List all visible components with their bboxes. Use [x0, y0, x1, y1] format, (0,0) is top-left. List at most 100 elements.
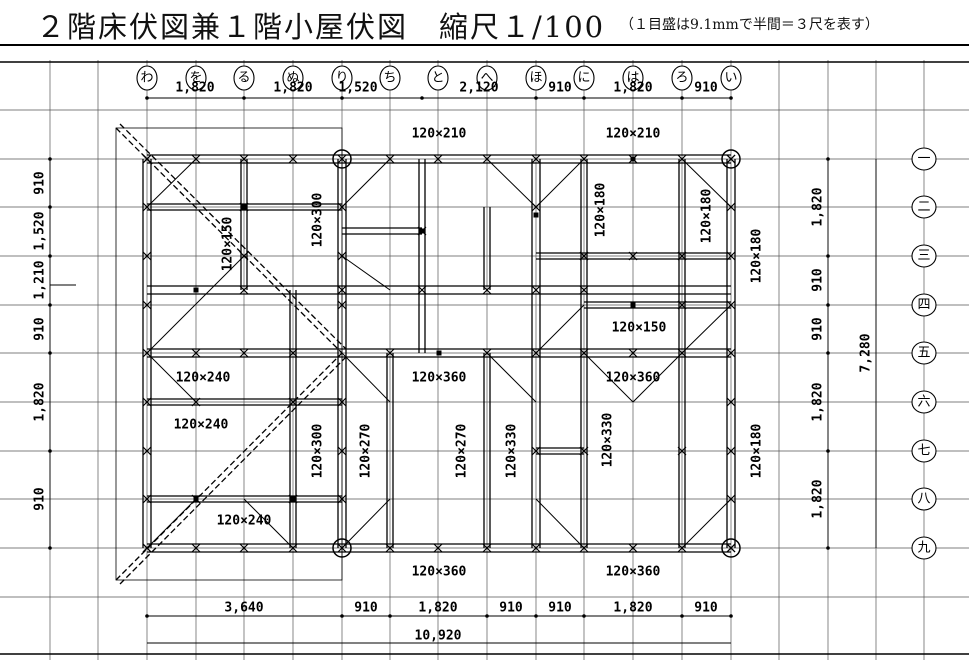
top-dimension-label: 1,820: [273, 81, 312, 96]
dimension-tick: [145, 96, 149, 100]
brace: [341, 255, 391, 291]
joint-block: [630, 156, 636, 162]
beam-size-label-vertical: 120×180: [750, 423, 765, 478]
post-mark: [677, 446, 687, 456]
beam-size-label-vertical: 120×180: [700, 188, 715, 243]
beam-size-label-horizontal: 120×360: [606, 565, 661, 580]
post-mark: [579, 251, 589, 261]
brace: [681, 498, 732, 549]
column-bubble: [331, 65, 353, 91]
dimension-tick: [485, 614, 489, 618]
column-bubble: [185, 65, 207, 91]
post-mark: [417, 285, 427, 295]
dimension-tick: [826, 351, 830, 355]
left-dimension-label: 1,520: [33, 211, 48, 250]
post-mark: [531, 446, 541, 456]
joint-block: [193, 496, 199, 502]
bottom-dimension-label: 910: [694, 601, 718, 616]
column-bubble: [136, 65, 158, 91]
joint-block: [533, 212, 539, 218]
title-band: ２階床伏図兼１階小屋伏図 縮尺１/100 （１目盛は9.1mmで半間＝３尺を表す…: [0, 0, 969, 46]
bottom-dimension-label: 1,820: [613, 601, 652, 616]
column-label: に: [577, 71, 590, 86]
post-mark: [337, 202, 347, 212]
row-label: 九: [917, 541, 930, 556]
row-bubble: [911, 293, 937, 317]
row-label: 五: [917, 346, 930, 361]
post-mark: [482, 285, 492, 295]
post-mark: [191, 543, 201, 553]
dimension-tick: [680, 96, 684, 100]
bottom-dimension-label: 3,640: [224, 601, 263, 616]
dimension-tick: [534, 614, 538, 618]
brace: [535, 498, 585, 549]
row-bubble: [911, 244, 937, 268]
dimension-tick: [680, 614, 684, 618]
column-label: を: [189, 71, 202, 86]
column-label: わ: [140, 71, 153, 86]
corner-post: [332, 149, 352, 169]
dimension-tick: [48, 351, 52, 355]
post-mark: [726, 397, 736, 407]
post-mark: [628, 543, 638, 553]
post-mark: [337, 543, 347, 553]
column-bubble: [573, 65, 595, 91]
right-dimension-label: 1,820: [811, 479, 826, 518]
row-bubble: [911, 195, 937, 219]
post-mark: [628, 251, 638, 261]
post-marks: [142, 149, 741, 558]
framing-members: [115, 123, 736, 585]
post-mark: [142, 446, 152, 456]
post-mark: [288, 348, 298, 358]
column-label: は: [626, 71, 639, 86]
right-dimension-label: 1,820: [811, 382, 826, 421]
row-bubble: [911, 341, 937, 365]
row-bubble: [911, 439, 937, 463]
scale-note: （１目盛は9.1mmで半間＝３尺を表す）: [620, 17, 879, 33]
brace: [535, 158, 585, 208]
brace: [535, 304, 585, 354]
row-bubble: [911, 536, 937, 560]
row-bubble: [911, 487, 937, 511]
dimension-tick: [48, 205, 52, 209]
post-mark: [288, 397, 298, 407]
column-label: と: [431, 71, 444, 86]
row-label: 一: [917, 152, 930, 167]
dimension-tick: [826, 303, 830, 307]
post-mark: [726, 300, 736, 310]
post-mark: [482, 543, 492, 553]
row-label: 八: [917, 492, 930, 507]
ridge-dashed-line: [119, 123, 347, 350]
dimension-tick: [582, 614, 586, 618]
post-mark: [385, 348, 395, 358]
corner-post: [721, 149, 741, 169]
row-label: 四: [917, 298, 930, 313]
beam-size-label-vertical: 120×180: [594, 182, 609, 237]
beam-size-label-horizontal: 120×150: [612, 321, 667, 336]
post-mark: [726, 154, 736, 164]
brace: [243, 498, 294, 549]
post-mark: [579, 285, 589, 295]
bottom-total-label: 10,920: [415, 629, 462, 644]
brace: [681, 304, 732, 354]
right-dimension-label: 910: [811, 268, 826, 292]
post-mark: [337, 494, 347, 504]
beam-size-label-horizontal: 120×240: [174, 418, 229, 433]
brace: [632, 352, 683, 403]
post-mark: [191, 397, 201, 407]
column-label: ろ: [675, 71, 688, 86]
dimension-tick: [48, 303, 52, 307]
post-mark: [239, 251, 249, 261]
post-mark: [142, 348, 152, 358]
top-dimension-label: 1,820: [175, 81, 214, 96]
beam-size-label-vertical: 120×330: [505, 423, 520, 478]
column-label: ほ: [529, 71, 542, 86]
joint-block: [419, 228, 425, 234]
post-mark: [239, 543, 249, 553]
dimension-tick: [145, 614, 149, 618]
brace: [583, 352, 634, 403]
post-mark: [433, 543, 443, 553]
bottom-dimension-label: 910: [499, 601, 523, 616]
